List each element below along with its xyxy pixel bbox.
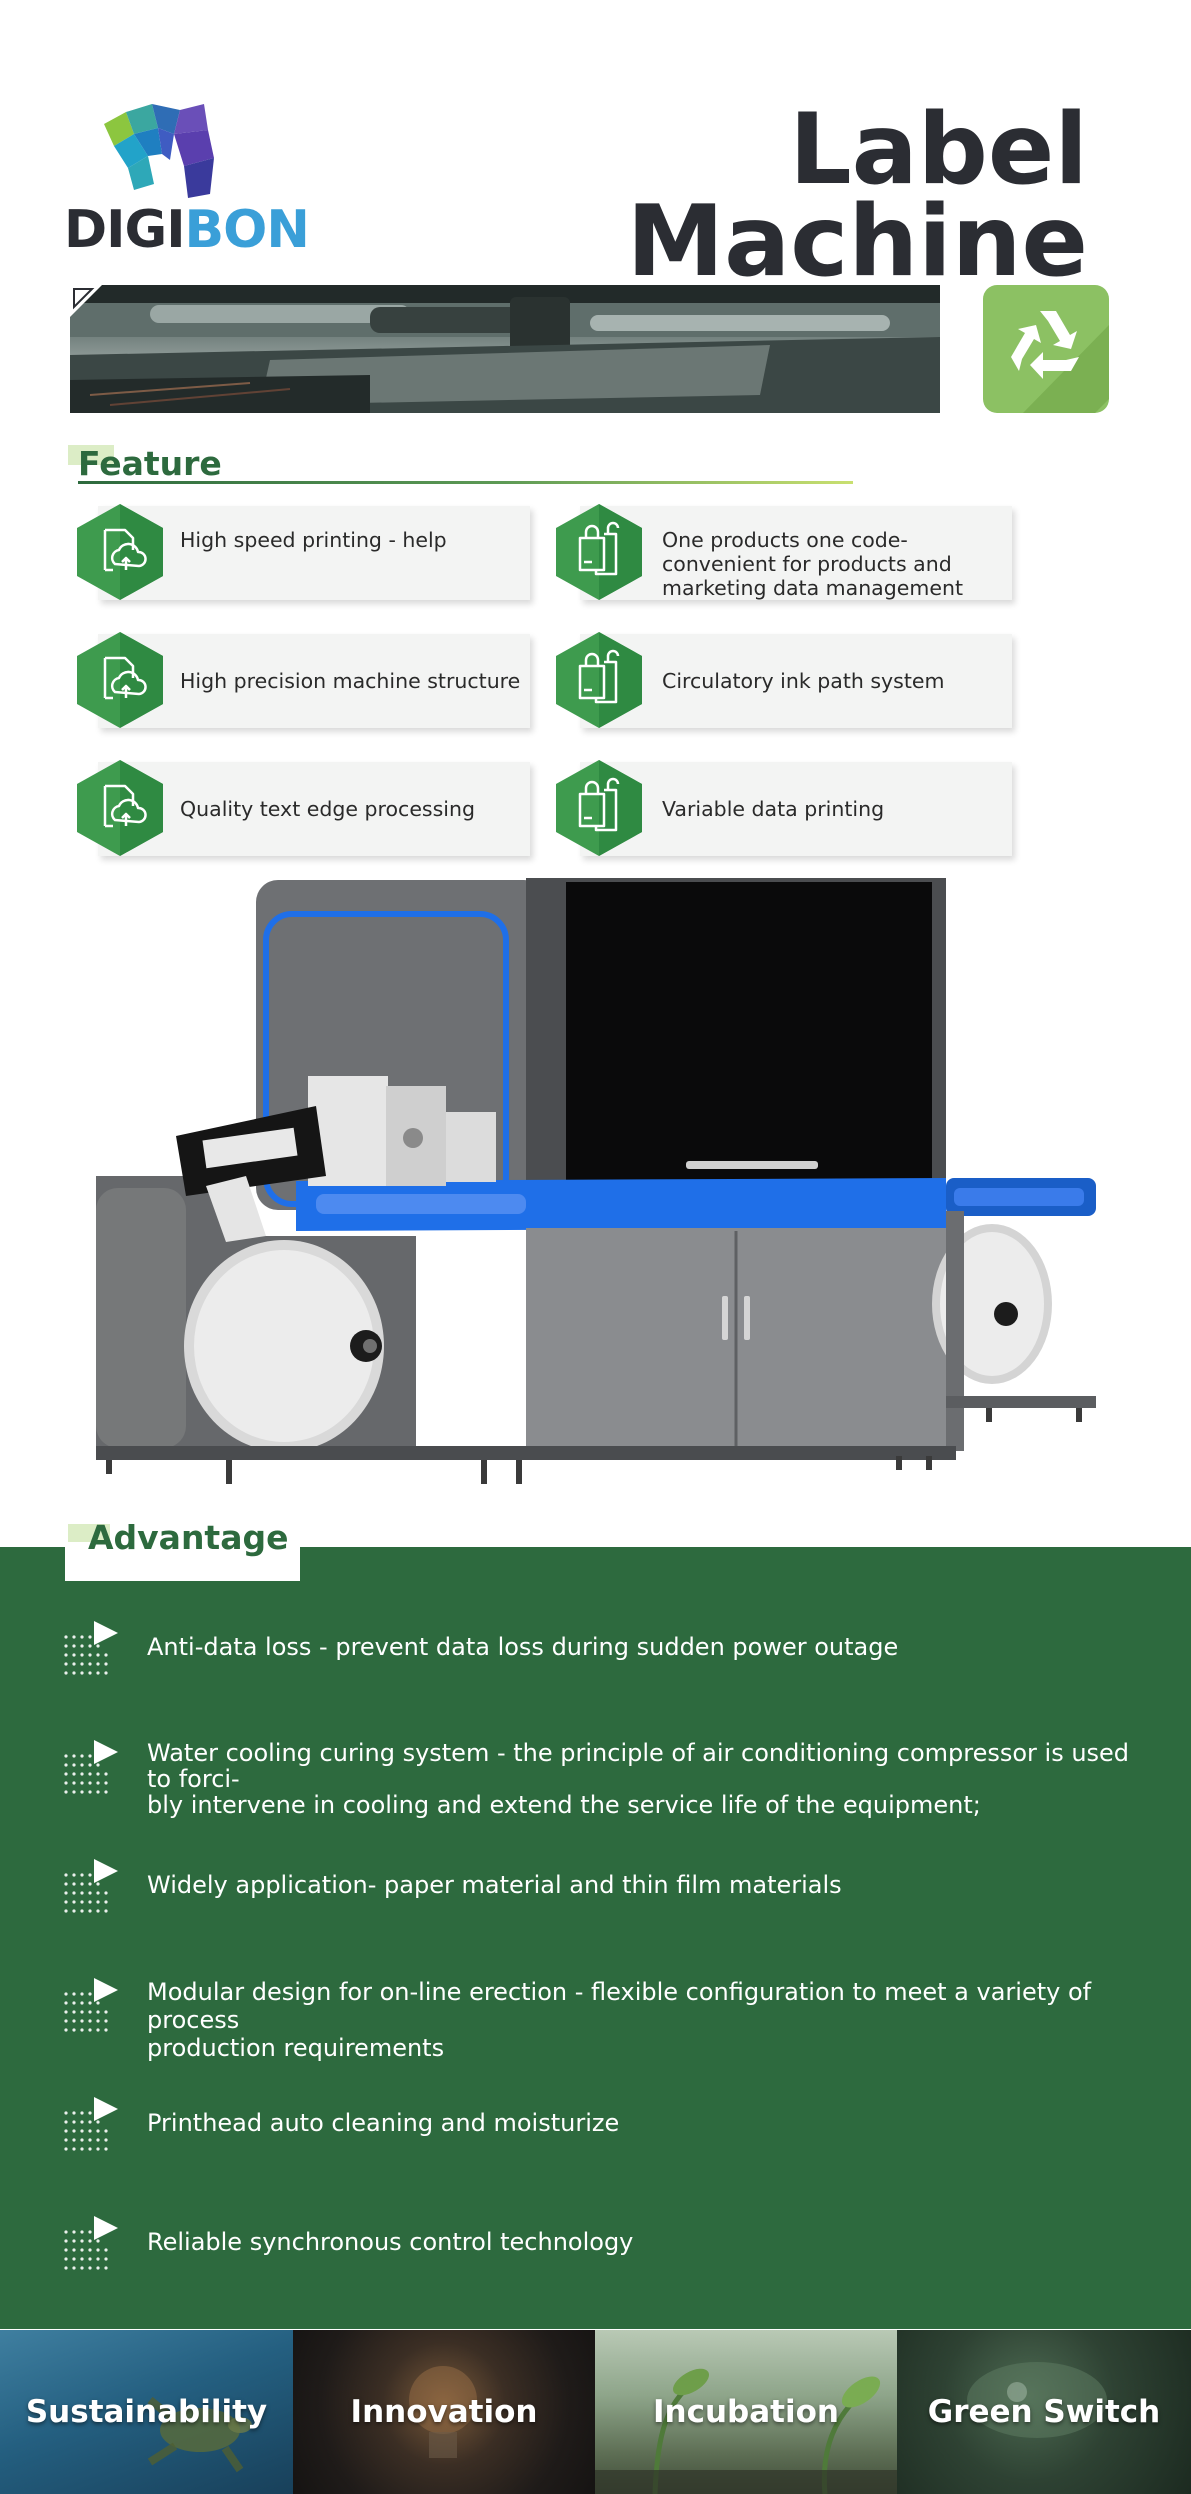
advantage-heading-highlight	[68, 1524, 110, 1542]
feature-card: Quality text edge processing	[98, 762, 530, 856]
feature-heading: Feature	[78, 444, 222, 483]
feature-card: High speed printing - help	[98, 506, 530, 600]
advantage-line: Modular design for on-line erection - fl…	[147, 1978, 1092, 2006]
advantage-item: Anti-data loss - prevent data loss durin…	[0, 1615, 1191, 1715]
advantage-item: Reliable synchronous control technology	[0, 2210, 1191, 2310]
advantage-text: Widely application- paper material and t…	[147, 1871, 1137, 1899]
feature-label: Circulatory ink path system	[662, 669, 945, 693]
feature-card: Circulatory ink path system	[580, 634, 1012, 728]
tile-label: Sustainability	[25, 2394, 268, 2430]
tile-incubation[interactable]: Incubation	[595, 2330, 897, 2494]
advantage-item: Modular design for on-line erection - fl…	[0, 1972, 1191, 2072]
recycle-icon	[1011, 311, 1109, 413]
tile-label: Green Switch	[927, 2394, 1161, 2430]
title-line-1: Label	[789, 93, 1088, 207]
advantage-heading: Advantage	[88, 1518, 289, 1557]
advantage-text: Modular design for on-line erection - fl…	[147, 1978, 1137, 2062]
play-bullet-icon	[62, 1619, 124, 1679]
advantage-line: Water cooling curing system - the princi…	[147, 1739, 1130, 1767]
printing-press-photo	[70, 285, 940, 413]
feature-card: One products one code- convenient for pr…	[580, 506, 1012, 600]
advantage-item: Water cooling curing system - the princi…	[0, 1734, 1191, 1834]
advantage-item: Printhead auto cleaning and moisturize	[0, 2091, 1191, 2191]
recycle-badge	[983, 285, 1109, 413]
logo-wordmark: DIGIBON	[64, 204, 310, 256]
advantage-line: bly intervene in cooling and extend the …	[147, 1791, 981, 1819]
advantage-text: Water cooling curing system - the princi…	[147, 1740, 1137, 1818]
advantage-line: Reliable synchronous control technology	[147, 2228, 634, 2256]
play-bullet-icon	[62, 2095, 124, 2155]
light-bulb-image	[409, 2366, 477, 2458]
advantage-item: Widely application- paper material and t…	[0, 1853, 1191, 1953]
feature-label: High precision machine structure	[180, 669, 521, 693]
feature-underline	[78, 481, 853, 484]
document-upload-icon	[77, 504, 163, 600]
feature-label: Variable data printing	[662, 797, 885, 821]
logo-mark-icon	[104, 104, 214, 198]
tile-label: Innovation	[350, 2394, 538, 2430]
page-title: Label Machine	[568, 93, 1088, 299]
tile-sustainability[interactable]: Sustainability	[0, 2330, 293, 2494]
advantage-section	[0, 1547, 1191, 2329]
play-bullet-icon	[62, 1738, 124, 1798]
sea-turtle-image	[147, 2396, 252, 2473]
logo-word-bon: BON	[184, 200, 310, 260]
tile-label: Incubation	[653, 2394, 839, 2430]
advantage-line: Printhead auto cleaning and moisturize	[147, 2109, 620, 2137]
sprout-image	[595, 2368, 897, 2494]
shopping-bags-icon	[556, 760, 642, 856]
banner-image	[70, 285, 940, 413]
label-machine-illustration	[86, 876, 1106, 1506]
shopping-bags-icon	[556, 632, 642, 728]
advantage-line: Widely application- paper material and t…	[147, 1871, 842, 1899]
brand-logo: DIGIBON	[64, 104, 310, 264]
feature-label: Quality text edge processing	[180, 797, 475, 821]
tile-green-switch[interactable]: Green Switch	[897, 2330, 1191, 2494]
advantage-line: to forci-	[147, 1765, 240, 1793]
advantage-line: process	[147, 2006, 240, 2034]
document-upload-icon	[77, 760, 163, 856]
advantage-text: Printhead auto cleaning and moisturize	[147, 2109, 1137, 2137]
tile-innovation[interactable]: Innovation	[293, 2330, 595, 2494]
play-bullet-icon	[62, 1976, 124, 2036]
corner-mark-icon	[70, 285, 102, 317]
advantage-line: Anti-data loss - prevent data loss durin…	[147, 1633, 899, 1661]
feature-card: High precision machine structure	[98, 634, 530, 728]
document-upload-icon	[77, 632, 163, 728]
advantage-text: Reliable synchronous control technology	[147, 2228, 1137, 2256]
shopping-bags-icon	[556, 504, 642, 600]
feature-label: One products one code- convenient for pr…	[662, 528, 963, 600]
feature-heading-highlight	[68, 445, 114, 465]
feature-label: High speed printing - help	[180, 528, 447, 552]
advantage-line: production requirements	[147, 2034, 445, 2062]
logo-word-digi: DIGI	[64, 200, 186, 260]
advantage-underline	[65, 1578, 300, 1581]
play-bullet-icon	[62, 2214, 124, 2274]
advantage-tab	[65, 1512, 300, 1580]
play-bullet-icon	[62, 1857, 124, 1917]
feature-card: Variable data printing	[580, 762, 1012, 856]
water-drop-leaf-image	[967, 2362, 1107, 2438]
advantage-text: Anti-data loss - prevent data loss durin…	[147, 1633, 1137, 1661]
title-line-2: Machine	[626, 185, 1088, 299]
